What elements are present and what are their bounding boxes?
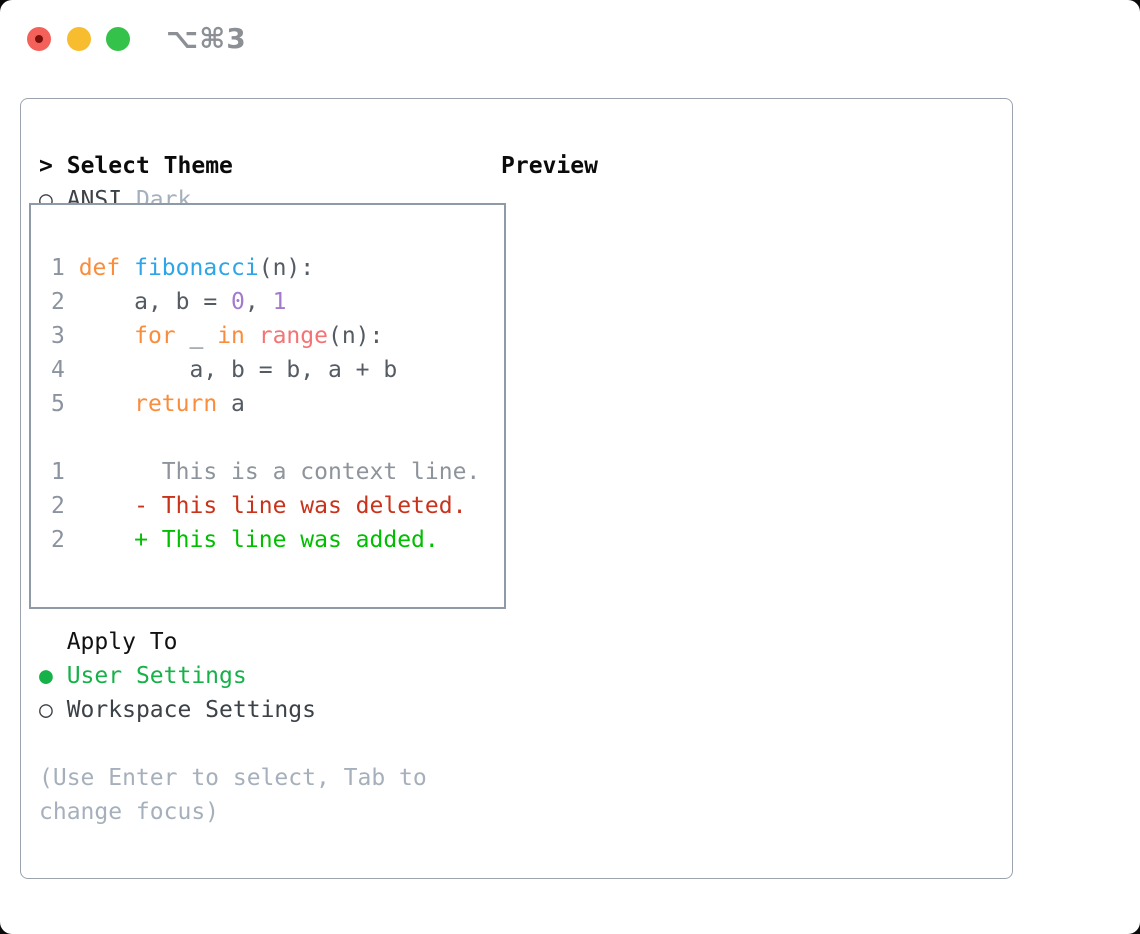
spacer xyxy=(39,727,427,761)
code-segment-fg: _ xyxy=(189,323,218,349)
code-segment-ln: 2 xyxy=(51,527,79,553)
hint-line-1: (Use Enter to select, Tab to xyxy=(39,765,427,791)
apply-option-user-settings[interactable]: ● User Settings xyxy=(39,659,427,693)
close-button[interactable] xyxy=(27,27,51,51)
code-line: 2 - This line was deleted. xyxy=(51,489,504,523)
radio-selected-icon: ● xyxy=(39,663,53,689)
minimize-button[interactable] xyxy=(67,27,91,51)
code-line: 2 a, b = 0, 1 xyxy=(51,285,504,319)
code-segment-kw: return xyxy=(134,391,232,417)
code-segment-fg: (n): xyxy=(258,255,315,281)
code-segment-ln: 5 xyxy=(51,391,79,417)
main-panel: > Select Theme ○ ANSI Dark○ Atom One Dar… xyxy=(20,98,1013,879)
code-segment-num: 0 xyxy=(231,289,245,315)
code-segment-add: + This line was added. xyxy=(78,527,439,553)
radio-icon: ○ xyxy=(39,697,53,723)
code-line xyxy=(51,421,504,455)
code-segment-fg xyxy=(79,323,134,349)
code-segment-fg: a xyxy=(231,391,245,417)
code-segment-kw: in xyxy=(217,323,259,349)
code-segment-ln: 1 xyxy=(51,255,79,281)
code-segment-kw: def xyxy=(78,255,135,281)
apply-to-options: ● User Settings○ Workspace Settings xyxy=(39,659,427,727)
code-line: 1 This is a context line. xyxy=(51,455,504,489)
code-segment-ctx: This is a context line. xyxy=(78,459,481,485)
apply-option-label: User Settings xyxy=(52,663,247,689)
code-line: 5 return a xyxy=(51,387,504,421)
preview-header: Preview xyxy=(501,153,598,179)
code-segment-red: range xyxy=(258,323,328,349)
code-segment-fg: a, b = b, a + b xyxy=(78,357,398,383)
zoom-button[interactable] xyxy=(106,27,130,51)
code-segment-fg xyxy=(79,391,134,417)
theme-list-title: Select Theme xyxy=(66,153,233,179)
code-segment-del: - This line was deleted. xyxy=(78,493,467,519)
code-segment-kw: for xyxy=(134,323,190,349)
code-line: 1 def fibonacci(n): xyxy=(51,251,504,285)
code-segment-ln: 2 xyxy=(51,493,79,519)
code-segment-ln: 2 xyxy=(51,289,79,315)
apply-to-header: Apply To xyxy=(66,629,178,655)
code-segment-ln: 4 xyxy=(51,357,79,383)
hint-line-2: change focus) xyxy=(39,799,220,825)
code-segment-fg: , xyxy=(244,289,273,315)
code-line: 2 + This line was added. xyxy=(51,523,504,557)
code-line: 4 a, b = b, a + b xyxy=(51,353,504,387)
code-segment-ln: 1 xyxy=(51,459,79,485)
code-segment-fg: (n): xyxy=(327,323,384,349)
code-segment-fg: a, b = xyxy=(78,289,232,315)
theme-list-header: > Select Theme xyxy=(39,149,427,183)
window-title: ⌥⌘3 xyxy=(166,22,247,55)
selection-cursor-icon: > xyxy=(39,153,53,179)
unsaved-dot-icon xyxy=(35,35,43,43)
code-segment-num: 1 xyxy=(272,289,287,315)
preview-column: Preview xyxy=(501,149,598,183)
code-line: 3 for _ in range(n): xyxy=(51,319,504,353)
apply-option-label: Workspace Settings xyxy=(52,697,316,723)
apply-option-workspace-settings[interactable]: ○ Workspace Settings xyxy=(39,693,427,727)
code-segment-ln: 3 xyxy=(51,323,79,349)
code-segment-fn: fibonacci xyxy=(134,255,259,281)
hint-text: (Use Enter to select, Tab to change focus… xyxy=(39,761,427,829)
titlebar: ⌥⌘3 xyxy=(0,0,1140,70)
